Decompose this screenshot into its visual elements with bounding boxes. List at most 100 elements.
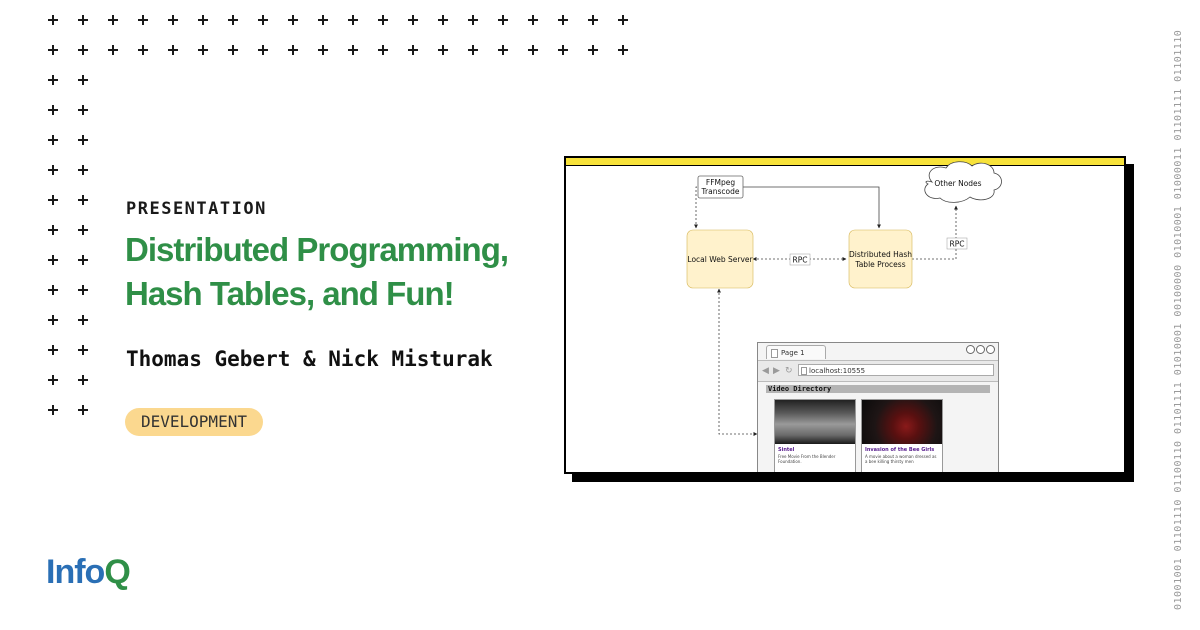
plus-icon xyxy=(78,45,88,55)
plus-icon xyxy=(408,45,418,55)
architecture-screenshot: FFMpeg Transcode Other Nodes Local Web S… xyxy=(564,156,1126,474)
plus-icon xyxy=(228,15,238,25)
architecture-diagram: FFMpeg Transcode Other Nodes Local Web S… xyxy=(686,161,1002,436)
dht-label-1: Distributed Hash xyxy=(849,250,912,259)
plus-icon xyxy=(348,45,358,55)
plus-icon xyxy=(108,15,118,25)
plus-icon xyxy=(108,45,118,55)
maximize-icon[interactable] xyxy=(976,345,985,354)
address-bar[interactable]: localhost:10555 xyxy=(798,364,994,376)
plus-icon xyxy=(348,15,358,25)
ffmpeg-to-dht-link xyxy=(743,186,881,229)
browser-tab-label: Page 1 xyxy=(781,349,805,357)
plus-icon xyxy=(498,15,508,25)
plus-icon xyxy=(138,45,148,55)
page-icon xyxy=(801,367,807,375)
plus-icon xyxy=(48,345,58,355)
plus-icon xyxy=(588,45,598,55)
video-card[interactable]: Sintel Free Movie From the Blender Found… xyxy=(774,399,856,472)
rpc-label-left-box xyxy=(789,253,811,266)
authors: Thomas Gebert & Nick Misturak xyxy=(126,347,493,371)
video-directory-heading: Video Directory xyxy=(766,385,990,393)
plus-icon xyxy=(618,15,628,25)
plus-icon xyxy=(228,45,238,55)
binary-strip: 01001001 01101110 01100110 01101111 0101… xyxy=(1173,29,1184,610)
plus-pattern xyxy=(0,0,660,430)
video-thumbnail[interactable] xyxy=(775,400,855,444)
plus-icon xyxy=(48,375,58,385)
plus-icon xyxy=(78,195,88,205)
close-icon[interactable] xyxy=(986,345,995,354)
plus-icon xyxy=(618,45,628,55)
plus-icon xyxy=(258,15,268,25)
plus-icon xyxy=(288,15,298,25)
plus-icon xyxy=(378,45,388,55)
plus-icon xyxy=(528,45,538,55)
plus-icon xyxy=(78,105,88,115)
plus-icon xyxy=(48,285,58,295)
rpc-label-right: RPC xyxy=(950,240,965,249)
plus-icon xyxy=(198,45,208,55)
plus-icon xyxy=(78,15,88,25)
video-title[interactable]: Invasion of the Bee Girls xyxy=(865,447,935,453)
plus-icon xyxy=(48,75,58,85)
plus-icon xyxy=(438,15,448,25)
other-nodes-cloud xyxy=(924,161,1002,203)
plus-icon xyxy=(48,165,58,175)
plus-icon xyxy=(318,45,328,55)
plus-icon xyxy=(78,135,88,145)
plus-icon xyxy=(558,45,568,55)
plus-icon xyxy=(558,15,568,25)
server-browser-link xyxy=(717,288,758,436)
ffmpeg-box xyxy=(697,175,744,199)
plus-icon xyxy=(498,45,508,55)
plus-icon xyxy=(78,285,88,295)
plus-icon xyxy=(318,15,328,25)
plus-icon xyxy=(468,45,478,55)
screenshot-top-bar xyxy=(566,158,1124,166)
browser-tab[interactable]: Page 1 xyxy=(766,345,826,359)
plus-icon xyxy=(48,225,58,235)
web-server-box xyxy=(686,229,754,289)
plus-icon xyxy=(78,165,88,175)
video-thumbnail[interactable] xyxy=(862,400,942,444)
plus-icon xyxy=(168,45,178,55)
browser-mockup: Page 1 ◀ ▶ ↻ localhost:10555 Video Direc… xyxy=(757,342,999,472)
video-description: Free Movie From the Blender Foundation. xyxy=(778,454,836,464)
plus-icon xyxy=(168,15,178,25)
plus-icon xyxy=(78,405,88,415)
logo-text-info: Info xyxy=(46,553,105,591)
reload-icon[interactable]: ↻ xyxy=(785,366,793,376)
plus-icon xyxy=(78,345,88,355)
plus-icon xyxy=(78,75,88,85)
minimize-icon[interactable] xyxy=(966,345,975,354)
plus-icon xyxy=(48,135,58,145)
plus-icon xyxy=(48,195,58,205)
plus-icon xyxy=(78,315,88,325)
ffmpeg-label-2: Transcode xyxy=(701,187,740,196)
plus-icon xyxy=(48,105,58,115)
plus-icon xyxy=(528,15,538,25)
topic-tag[interactable]: DEVELOPMENT xyxy=(125,408,263,436)
video-description: A movie about a woman dressed as a bee k… xyxy=(865,454,937,464)
address-text: localhost:10555 xyxy=(809,367,866,375)
plus-icon xyxy=(408,15,418,25)
infoq-logo[interactable]: InfoQ xyxy=(46,553,131,592)
other-nodes-label: Other Nodes xyxy=(934,179,981,188)
plus-icon xyxy=(78,255,88,265)
page-title: Distributed Programming, Hash Tables, an… xyxy=(125,231,509,312)
dht-label-2: Table Process xyxy=(854,260,905,269)
plus-icon xyxy=(48,45,58,55)
video-title[interactable]: Sintel xyxy=(778,447,795,453)
plus-icon xyxy=(48,405,58,415)
plus-icon xyxy=(48,315,58,325)
forward-arrow-icon[interactable]: ▶ xyxy=(773,366,780,376)
back-arrow-icon[interactable]: ◀ xyxy=(762,366,769,376)
video-card[interactable]: Invasion of the Bee Girls A movie about … xyxy=(861,399,943,472)
dht-process-box xyxy=(848,229,913,289)
dht-other-nodes-link xyxy=(912,205,958,260)
plus-icon xyxy=(378,15,388,25)
plus-icon xyxy=(468,15,478,25)
web-server-label: Local Web Server xyxy=(687,255,753,264)
plus-icon xyxy=(258,45,268,55)
